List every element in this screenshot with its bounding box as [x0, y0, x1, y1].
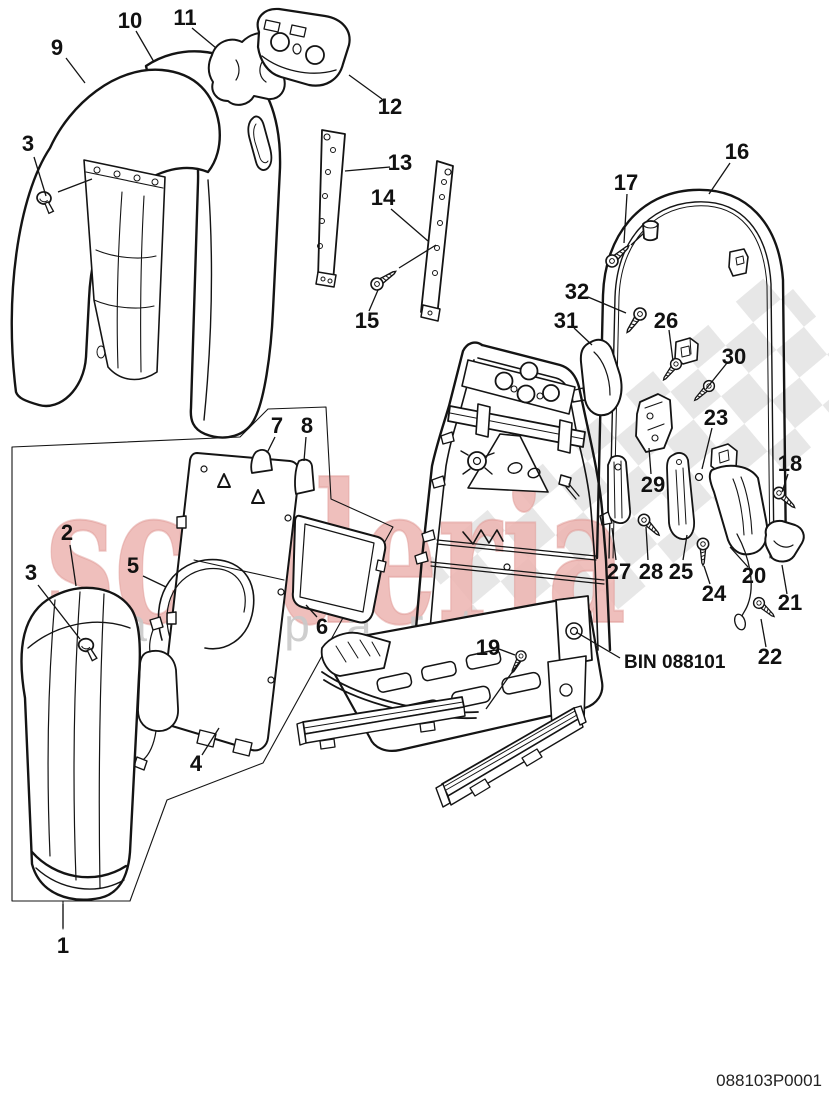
callout-leader-14: [390, 208, 429, 242]
callout-leader-7: [266, 436, 276, 454]
callout-22: 22: [758, 644, 782, 669]
callout-leader-28: [645, 526, 649, 561]
callout-leader-2: [69, 544, 77, 587]
callout-24: 24: [702, 581, 727, 606]
callout-30: 30: [722, 344, 746, 369]
callout-16: 16: [725, 139, 749, 164]
callout-leader-21: [781, 564, 788, 595]
callout-11: 11: [173, 5, 196, 30]
callout-28: 28: [639, 559, 663, 584]
callout-leader-26: [668, 329, 674, 362]
callout-6: 6: [316, 614, 328, 639]
callout-leader-30: [705, 362, 728, 390]
wiring-harness-drawing: [133, 558, 255, 771]
bin-label: BIN 088101: [624, 652, 726, 673]
callout-leader-4: [201, 727, 220, 756]
callout-18: 18: [778, 451, 802, 476]
callout-leader-11: [191, 27, 217, 49]
callout-leader-17: [623, 193, 628, 244]
callout-31: 31: [554, 308, 578, 333]
callout-10: 10: [118, 8, 142, 33]
callout-4: 4: [190, 751, 203, 776]
callout-leader-22: [760, 618, 767, 648]
callout-leader-6: [305, 604, 318, 618]
callout-leader-9: [65, 57, 86, 84]
callout-25: 25: [669, 559, 693, 584]
backrest-cover-left-drawing: [10, 68, 221, 408]
callout-leader-16: [708, 162, 731, 195]
callout-1: 1: [57, 933, 69, 958]
callout-29: 29: [641, 472, 665, 497]
callout-leader-25: [682, 534, 688, 561]
seat-rails-drawing: [296, 696, 587, 808]
screw-24-drawing: [696, 537, 710, 567]
wedge-7-drawing: [250, 449, 273, 474]
bin-leader-line: [575, 631, 621, 659]
callout-leader-15: [368, 289, 379, 312]
callout-15: 15: [355, 308, 379, 333]
callout-leader-3: [33, 156, 47, 197]
tether-wire-drawing: [733, 533, 752, 631]
callout-leader-32: [587, 296, 627, 314]
callout-leader-27: [611, 527, 617, 561]
callout-8: 8: [301, 413, 313, 438]
callout-32: 32: [565, 279, 589, 304]
armrest-cushion-drawing: [20, 586, 142, 901]
callout-leader-5: [142, 575, 167, 588]
callout-17: 17: [614, 170, 638, 195]
backrest-hoop-drawing: [595, 188, 788, 560]
screw-17-drawing: [602, 240, 634, 271]
callout-leader-8: [303, 436, 307, 462]
wedge-8-drawing: [294, 458, 315, 495]
callout-3: 3: [22, 131, 34, 156]
cap-21-drawing: [764, 519, 805, 563]
mounting-strip-left-drawing: [315, 129, 346, 288]
callout-leader-19: [498, 648, 516, 656]
screw-22-drawing: [750, 594, 779, 622]
callout-leader-13: [344, 166, 391, 172]
lumbar-panel-drawing: [291, 514, 387, 624]
mounting-strip-right-drawing: [420, 160, 454, 322]
bracket-29-drawing: [635, 393, 673, 453]
checkered-flag-pattern: [423, 268, 829, 687]
callout-leader-3: [37, 584, 81, 640]
callout-26: 26: [654, 308, 678, 333]
blade-25-drawing: [666, 452, 695, 540]
trim-20-drawing: [708, 464, 769, 556]
seat-frame-drawing: [412, 341, 612, 699]
document-number: 088103P0001: [716, 1071, 822, 1090]
pointer-lines: [57, 178, 645, 710]
back-panel-drawing: [160, 452, 301, 757]
headrest-bracket-drawing: [256, 7, 351, 87]
callout-27: 27: [607, 559, 631, 584]
callout-leader-18: [781, 473, 789, 493]
callout-2: 2: [61, 520, 73, 545]
screw-32-drawing: [621, 304, 650, 337]
callout-leader-20: [729, 546, 749, 568]
callout-leader-23: [701, 427, 713, 470]
channel-27-drawing: [599, 455, 632, 526]
callout-9: 9: [51, 35, 63, 60]
callout-12: 12: [378, 94, 402, 119]
callout-19: 19: [476, 635, 500, 660]
callout-leader-24: [703, 565, 711, 585]
callout-leader-31: [573, 327, 593, 346]
callout-20: 20: [742, 563, 766, 588]
callout-13: 13: [388, 150, 412, 175]
drawing-layer: [10, 7, 805, 930]
screw-15-drawing: [367, 265, 400, 294]
callout-14: 14: [371, 185, 396, 210]
callout-leader-29: [648, 447, 652, 475]
callout-7: 7: [271, 413, 283, 438]
callout-21: 21: [778, 590, 802, 615]
callout-5: 5: [127, 553, 139, 578]
callout-leader-12: [348, 74, 383, 100]
callout-23: 23: [704, 405, 728, 430]
callout-leader-10: [135, 30, 155, 63]
callout-3: 3: [25, 560, 37, 585]
